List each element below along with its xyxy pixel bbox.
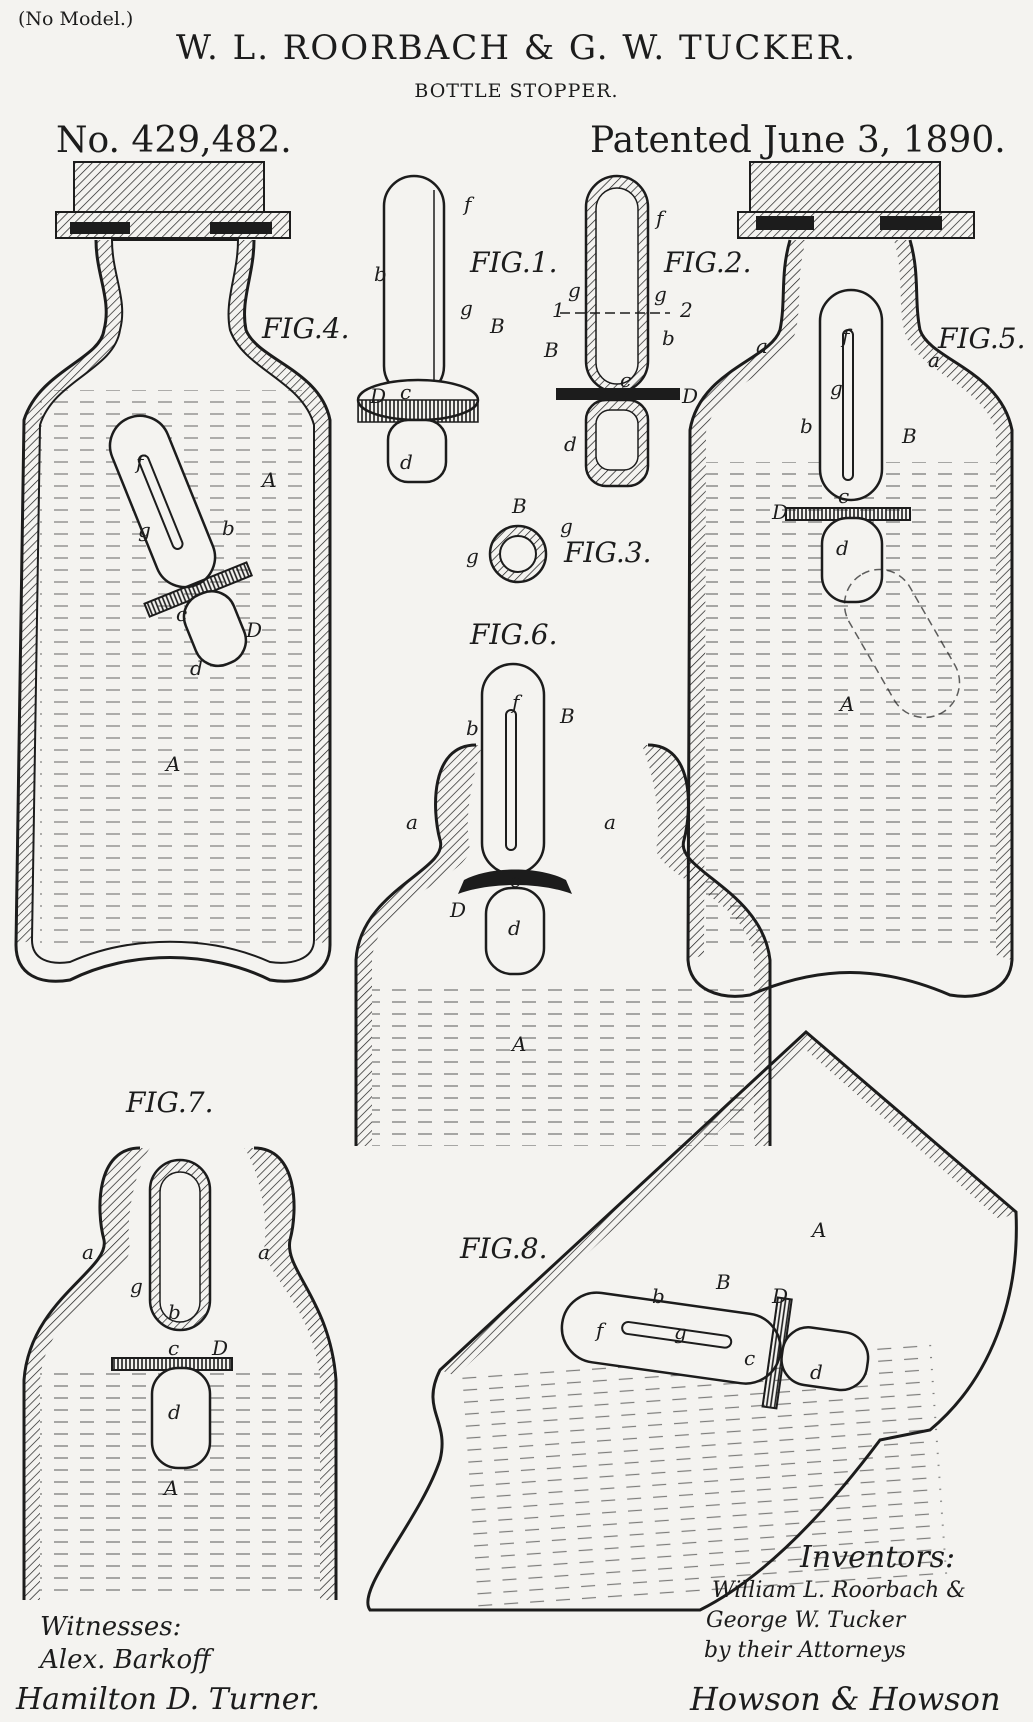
ref-B-fig1: B (490, 314, 505, 338)
ref-g-fig3-left: g (466, 544, 479, 568)
ref-B-fig2: B (544, 338, 559, 362)
ref-b-fig6: b (466, 716, 479, 740)
fig2-drawing (556, 174, 680, 488)
fig7-label: FIG.7. (126, 1086, 214, 1119)
ref-g-fig3-right: g (560, 514, 573, 538)
ref-c-fig2: c (620, 368, 632, 392)
ref-B-fig6: B (560, 704, 575, 728)
fig4-drawing (14, 161, 332, 983)
ref-a-fig5-right: a (928, 348, 940, 372)
ref-f-fig6: f (512, 690, 520, 714)
ref-c-fig7: c (168, 1336, 180, 1360)
ref-b-fig7: b (168, 1300, 181, 1324)
ref-D-fig5: D (772, 500, 789, 524)
fig2-label: FIG.2. (664, 246, 752, 279)
ref-A-fig8: A (812, 1218, 827, 1242)
ref-d-fig5: d (836, 536, 849, 560)
fig5-drawing (686, 161, 1014, 998)
ref-a-fig7-right: a (258, 1240, 270, 1264)
ref-A-fig6: A (512, 1032, 527, 1056)
ref-D-fig7: D (212, 1336, 229, 1360)
ref-f-fig8: f (596, 1318, 604, 1342)
ref-g-fig5: g (830, 376, 843, 400)
witness-signature-1: Alex. Barkoff (40, 1645, 211, 1675)
fig1-drawing (356, 174, 480, 484)
fig4-label: FIG.4. (262, 312, 350, 345)
ref-c-fig1: c (400, 380, 412, 404)
ref-b-fig4: b (222, 516, 235, 540)
ref-B-fig3: B (512, 494, 527, 518)
ref-c-fig6: c (510, 868, 522, 892)
inventor-line-1: William L. Roorbach & (712, 1578, 966, 1603)
ref-D-fig8: D (772, 1284, 789, 1308)
attorneys-signature: Howson & Howson (690, 1680, 1001, 1718)
fig6-label: FIG.6. (470, 618, 558, 651)
ref-A-fig4-upper: A (262, 468, 277, 492)
ref-a-fig7-left: a (82, 1240, 94, 1264)
fig5-label: FIG.5. (938, 322, 1026, 355)
ref-g-fig7: g (130, 1274, 143, 1298)
ref-D-fig2: D (682, 384, 699, 408)
ref-D-fig6: D (450, 898, 467, 922)
ref-a-fig6-right: a (604, 810, 616, 834)
ref-D-fig1: D (370, 384, 387, 408)
fig8-label: FIG.8. (460, 1232, 548, 1265)
ref-g-fig8: g (674, 1320, 687, 1344)
ref-b-fig1: b (374, 262, 387, 286)
patent-date: Patented June 3, 1890. (590, 120, 1006, 161)
ref-a-fig6-left: a (406, 810, 418, 834)
patent-number: No. 429,482. (56, 120, 292, 161)
ref-c-fig5: c (838, 484, 850, 508)
ref-D-fig4: D (246, 618, 263, 642)
fig1-label: FIG.1. (470, 246, 558, 279)
ref-d-fig1: d (400, 450, 413, 474)
attorneys-line: by their Attorneys (704, 1638, 906, 1663)
ref-d-fig4: d (190, 656, 203, 680)
ref-b-fig2: b (662, 326, 675, 350)
ref-A-fig5: A (840, 692, 855, 716)
ref-g-fig2-right: g (654, 282, 667, 306)
ref-d-fig7: d (168, 1400, 181, 1424)
fig3-drawing (488, 524, 548, 584)
ref-1-fig2: 1 (552, 298, 565, 322)
ref-a-fig5-left: a (756, 334, 768, 358)
invention-title: BOTTLE STOPPER. (414, 80, 619, 102)
witnesses-label: Witnesses: (40, 1612, 182, 1642)
ref-b-fig8: b (652, 1284, 665, 1308)
ref-g-fig2-left: g (568, 278, 581, 302)
ref-f-fig2: f (656, 206, 664, 230)
ref-B-fig5: B (902, 424, 917, 448)
ref-d-fig6: d (508, 916, 521, 940)
ref-g-fig4: g (138, 518, 151, 542)
ref-f-fig4: f (136, 450, 144, 474)
ref-b-fig5: b (800, 414, 813, 438)
ref-c-fig8: c (744, 1346, 756, 1370)
witness-signature-2: Hamilton D. Turner. (16, 1682, 321, 1717)
ref-d-fig2: d (564, 432, 577, 456)
fig6-drawing (354, 662, 772, 1146)
fig8-drawing (366, 1029, 1018, 1616)
inventor-line-2: George W. Tucker (706, 1608, 906, 1633)
ref-c-fig4: c (176, 602, 188, 626)
fig7-drawing (22, 1146, 338, 1600)
ref-A-fig4-lower: A (166, 752, 181, 776)
ref-f-fig1: f (464, 192, 472, 216)
fig3-label: FIG.3. (564, 536, 652, 569)
ref-B-fig8: B (716, 1270, 731, 1294)
inventors-label: Inventors: (800, 1540, 956, 1575)
ref-A-fig7: A (164, 1476, 179, 1500)
ref-d-fig8: d (810, 1360, 823, 1384)
ref-2-fig2: 2 (680, 298, 693, 322)
inventor-names-heading: W. L. ROORBACH & G. W. TUCKER. (176, 28, 857, 68)
no-model-note: (No Model.) (18, 8, 134, 30)
ref-g-fig1: g (460, 296, 473, 320)
ref-f-fig5: f (842, 324, 850, 348)
